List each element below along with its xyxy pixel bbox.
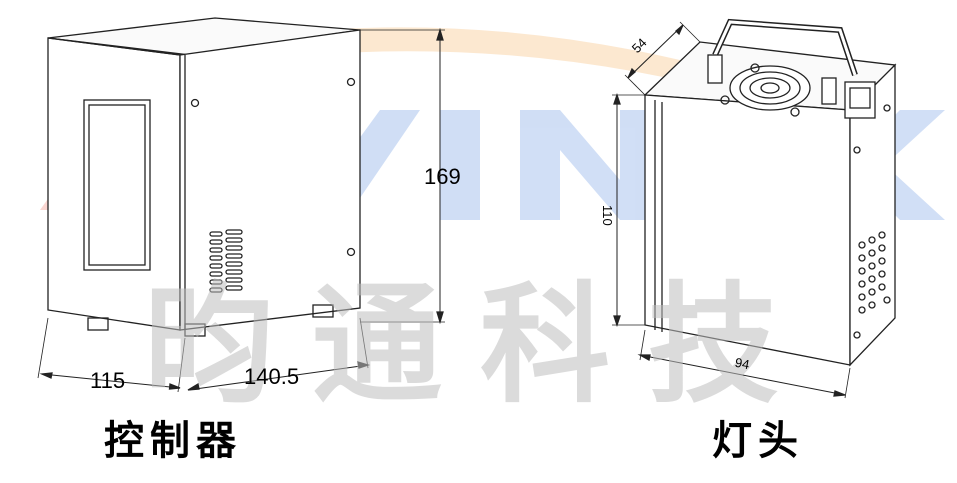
screw-icon (853, 331, 861, 339)
lamp-head-caption: 灯头 (712, 418, 804, 464)
controller-drawing (37, 17, 445, 393)
cable-gland (821, 77, 837, 105)
screw-icon (190, 98, 200, 108)
screw-icon (853, 146, 861, 154)
foot (87, 317, 109, 331)
controller-caption: 控制器 (104, 418, 242, 464)
controller-height-dim: 169 (424, 164, 461, 189)
watermark-company-text: 昀通科技 (144, 269, 816, 421)
lamp-height-dim: 110 (600, 205, 615, 226)
lamp-width-dim: 94 (733, 354, 751, 373)
vent-slots (209, 229, 243, 293)
lamp-head-drawing (612, 18, 897, 399)
screw-icon (346, 247, 356, 257)
cable-gland (707, 54, 723, 84)
screw-icon (346, 77, 356, 87)
screw-icon (883, 296, 891, 304)
controller-side-face (179, 29, 361, 331)
controller-width-dim: 115 (90, 368, 126, 393)
display-window (83, 99, 151, 271)
side-vent-holes (858, 231, 886, 314)
screw-icon (883, 104, 891, 112)
foot (312, 304, 334, 318)
controller-depth-dim: 140.5 (244, 364, 300, 389)
foot (184, 323, 206, 337)
fan-icon (720, 63, 811, 117)
